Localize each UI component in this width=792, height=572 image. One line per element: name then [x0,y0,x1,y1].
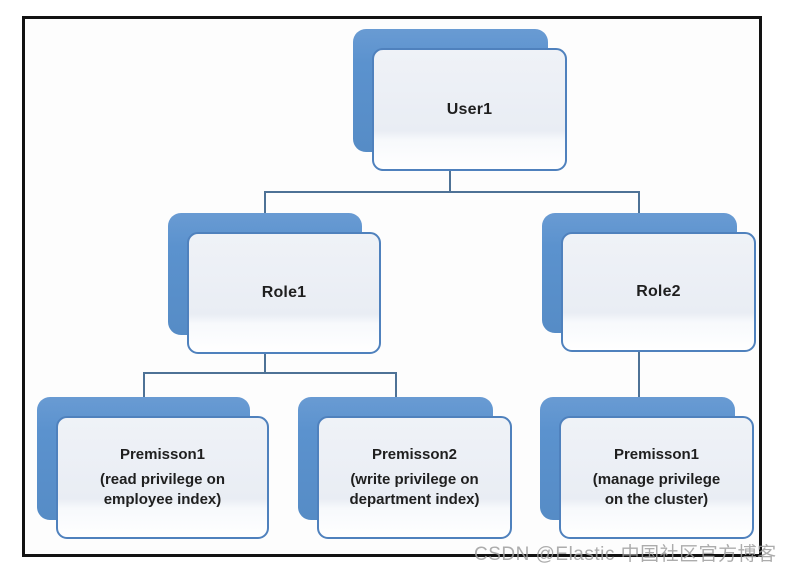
edge-perm2-drop [395,372,397,400]
node-role2-label: Role2 [636,283,681,300]
node-perm1-description: (read privilege on employee index) [99,471,226,508]
node-perm1-card: Premisson1 (read privilege on employee i… [56,416,269,539]
node-perm2: Premisson2 (write privilege on departmen… [298,397,512,539]
node-perm3-description: (manage privilege on the cluster) [592,471,721,508]
edge-perms-crossbar [143,372,397,374]
node-perm3: Premisson1 (manage privilege on the clus… [540,397,754,539]
edge-perm1-drop [143,372,145,400]
node-role2: Role2 [542,213,756,352]
node-role1-card: Role1 [187,232,381,354]
node-perm2-title: Premisson2 [371,446,458,464]
node-role1: Role1 [168,213,381,354]
edge-user1-stem [449,150,451,193]
node-role2-card: Role2 [561,232,756,352]
edge-role2-drop [638,191,640,217]
node-perm2-card: Premisson2 (write privilege on departmen… [317,416,512,539]
node-user1-card: User1 [372,48,567,171]
edge-role2-perm3-line [638,340,640,400]
node-perm1: Premisson1 (read privilege on employee i… [37,397,269,539]
edge-role1-drop [264,191,266,217]
node-role1-label: Role1 [261,284,307,301]
node-perm2-description: (write privilege on department index) [349,471,480,508]
node-user1-label: User1 [446,100,493,118]
node-user1: User1 [353,29,567,171]
node-perm3-title: Premisson1 [613,446,700,464]
node-perm1-title: Premisson1 [119,446,206,464]
edge-role1-stem [264,340,266,374]
node-perm3-card: Premisson1 (manage privilege on the clus… [559,416,754,539]
edge-roles-crossbar [264,191,640,193]
watermark-text: CSDN @Elastic 中国社区官方博客 [474,544,777,565]
